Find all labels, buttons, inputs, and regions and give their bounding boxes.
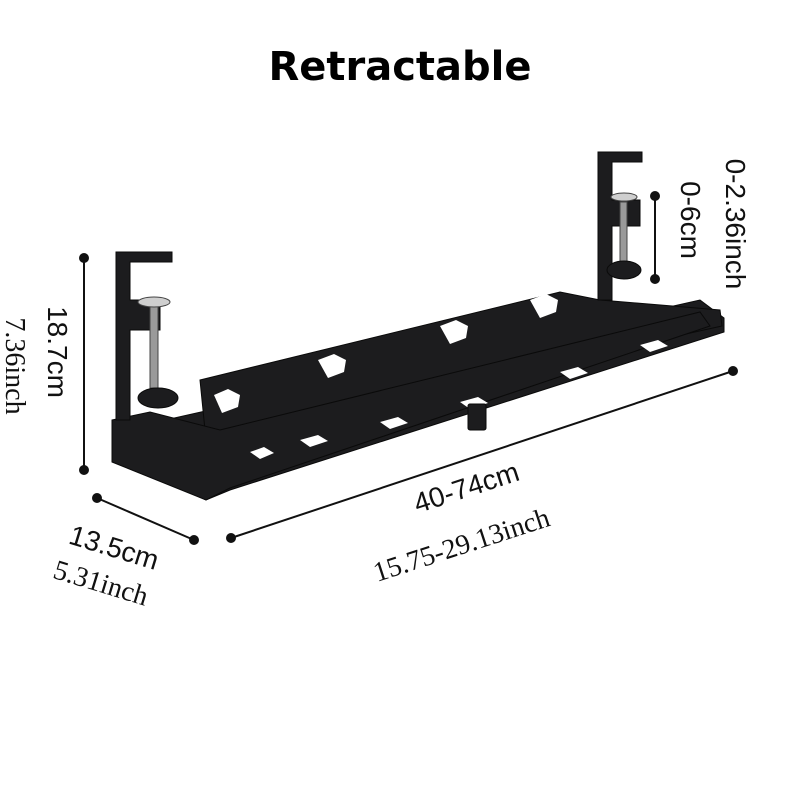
clamp-cm-label: 0-6cm — [675, 181, 706, 259]
center-mount — [467, 403, 487, 431]
length-dimension-line — [226, 366, 738, 543]
clamp-inch-label: 0-2.36inch — [720, 158, 751, 290]
page-title: Retractable — [268, 44, 532, 90]
cable-tray — [111, 291, 725, 501]
left-clamp-screw — [149, 305, 159, 389]
height-inch-label: 7.36inch — [0, 317, 30, 415]
right-clamp-screw — [619, 201, 628, 265]
depth-dimension-line — [92, 493, 199, 545]
right-clamp-knob — [606, 260, 642, 280]
tray-cutouts — [214, 294, 668, 459]
clamp-dimension-line — [650, 191, 660, 284]
left-clamp-knob — [137, 387, 179, 409]
right-clamp — [597, 151, 643, 301]
height-dimension-line — [79, 253, 89, 475]
height-cm-label: 18.7cm — [42, 306, 73, 398]
left-clamp — [115, 251, 179, 421]
